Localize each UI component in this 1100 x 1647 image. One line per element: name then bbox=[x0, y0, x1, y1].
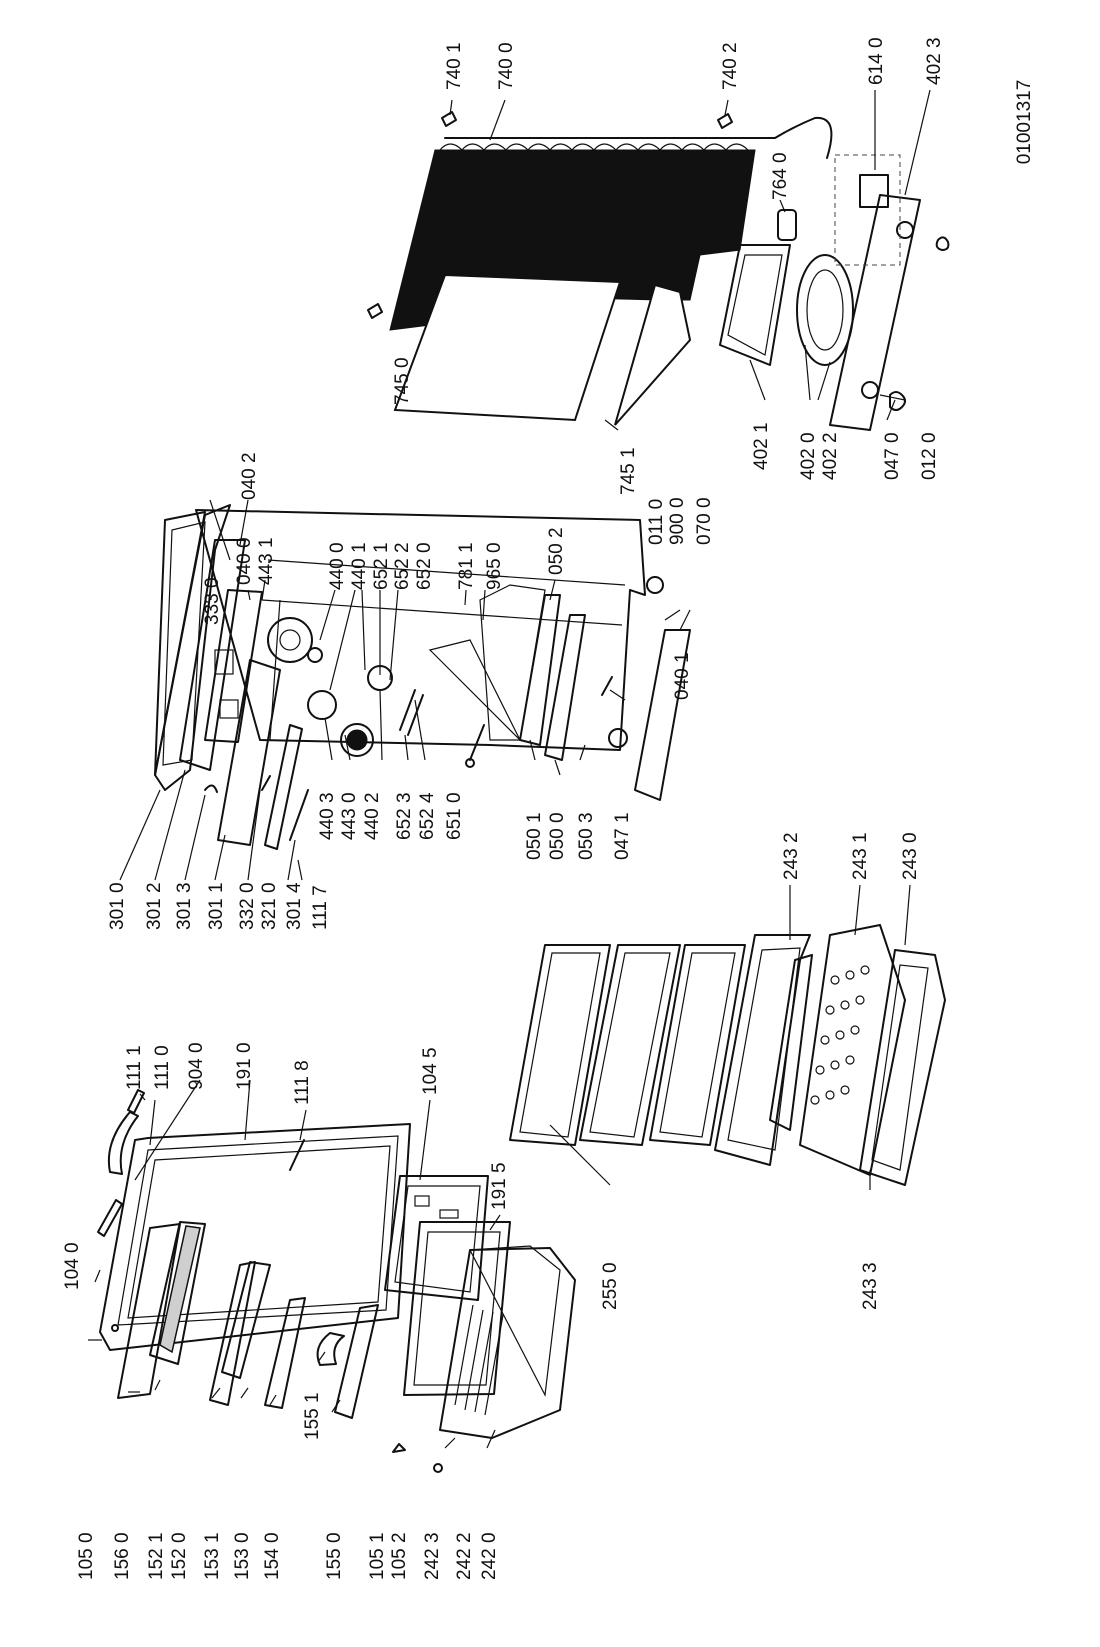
door-assembly bbox=[97, 1089, 576, 1473]
part-label-cond-402-3: 402 3 bbox=[924, 37, 945, 85]
part-label-cab-651-0: 651 0 bbox=[444, 792, 465, 840]
part-label-cab-301-1: 301 1 bbox=[206, 882, 227, 930]
part-label-door-191-0: 191 0 bbox=[234, 1042, 255, 1090]
part-label-cab-321-0: 321 0 bbox=[259, 882, 280, 930]
part-label-cond-047-0: 047 0 bbox=[882, 432, 903, 480]
condenser-compressor bbox=[367, 111, 950, 431]
shelves bbox=[509, 924, 946, 1186]
part-label-cab-652-2: 652 2 bbox=[392, 542, 413, 590]
part-label-cab-040-1: 040 1 bbox=[672, 652, 693, 700]
part-label-door-153-0: 153 0 bbox=[232, 1532, 253, 1580]
part-label-shelf-243-2: 243 2 bbox=[781, 832, 802, 880]
part-label-cab-443-0: 443 0 bbox=[339, 792, 360, 840]
part-label-cond-764-0: 764 0 bbox=[770, 152, 791, 200]
part-label-cond-614-0: 614 0 bbox=[866, 37, 887, 85]
part-label-door-242-0: 242 0 bbox=[479, 1532, 500, 1580]
part-label-cab-301-2: 301 2 bbox=[144, 882, 165, 930]
part-label-cab-332-0: 332 0 bbox=[237, 882, 258, 930]
part-label-shelf-255-0: 255 0 bbox=[600, 1262, 621, 1310]
part-label-door-242-2: 242 2 bbox=[454, 1532, 475, 1580]
part-label-cab-652-0: 652 0 bbox=[414, 542, 435, 590]
part-label-door-111-1: 111 1 bbox=[124, 1045, 145, 1090]
part-label-cab-440-3: 440 3 bbox=[317, 792, 338, 840]
part-label-door-152-1: 152 1 bbox=[146, 1532, 167, 1580]
part-label-door-105-2: 105 2 bbox=[389, 1532, 410, 1580]
part-label-cab-040-2: 040 2 bbox=[239, 452, 260, 500]
part-label-cab-301-4: 301 4 bbox=[284, 882, 305, 930]
part-label-cab-050-1: 050 1 bbox=[524, 812, 545, 860]
part-label-door-242-3: 242 3 bbox=[422, 1532, 443, 1580]
part-label-cab-652-4: 652 4 bbox=[417, 792, 438, 840]
part-label-door-904-0: 904 0 bbox=[186, 1042, 207, 1090]
part-label-cab-301-0: 301 0 bbox=[107, 882, 128, 930]
part-label-cond-740-2: 740 2 bbox=[720, 42, 741, 90]
part-label-cab-652-3: 652 3 bbox=[394, 792, 415, 840]
part-label-cab-050-3: 050 3 bbox=[576, 812, 597, 860]
drawing-number: 01001317 bbox=[1014, 80, 1035, 165]
part-label-cab-440-0: 440 0 bbox=[327, 542, 348, 590]
part-label-cab-652-1: 652 1 bbox=[371, 542, 392, 590]
part-label-cab-900-0: 900 0 bbox=[667, 497, 688, 545]
part-label-door-191-5: 191 5 bbox=[489, 1162, 510, 1210]
part-label-door-105-0: 105 0 bbox=[76, 1532, 97, 1580]
part-label-cond-012-0: 012 0 bbox=[919, 432, 940, 480]
part-label-cab-965-0: 965 0 bbox=[484, 542, 505, 590]
part-label-cab-040-0: 040 0 bbox=[234, 537, 255, 585]
part-label-cab-333-0: 333 0 bbox=[202, 577, 223, 625]
part-label-door-104-0: 104 0 bbox=[62, 1242, 83, 1290]
part-label-cond-745-1: 745 1 bbox=[618, 447, 639, 495]
part-label-cab-011-0: 011 0 bbox=[646, 499, 667, 545]
part-label-door-104-5: 104 5 bbox=[420, 1047, 441, 1095]
part-label-door-111-8: 111 8 bbox=[292, 1060, 313, 1105]
part-label-cond-740-1: 740 1 bbox=[444, 42, 465, 90]
part-label-door-156-0: 156 0 bbox=[112, 1532, 133, 1580]
part-label-cond-745-0: 745 0 bbox=[392, 357, 413, 405]
part-label-shelf-243-0: 243 0 bbox=[900, 832, 921, 880]
part-label-cab-440-1: 440 1 bbox=[349, 542, 370, 590]
part-label-door-155-0: 155 0 bbox=[324, 1532, 345, 1580]
part-label-cab-443-1: 443 1 bbox=[256, 537, 277, 585]
cabinet bbox=[154, 504, 691, 850]
part-label-door-152-0: 152 0 bbox=[169, 1532, 190, 1580]
part-label-cab-070-0: 070 0 bbox=[694, 497, 715, 545]
part-label-cab-111-7: 111 7 bbox=[310, 885, 331, 930]
part-label-cab-781-1: 781 1 bbox=[456, 542, 477, 590]
part-label-door-153-1: 153 1 bbox=[202, 1532, 223, 1580]
part-label-door-105-1: 105 1 bbox=[367, 1532, 388, 1580]
part-label-cab-050-2: 050 2 bbox=[546, 527, 567, 575]
part-label-cab-047-1: 047 1 bbox=[612, 812, 633, 860]
part-label-shelf-243-3: 243 3 bbox=[860, 1262, 881, 1310]
part-label-cond-402-1: 402 1 bbox=[751, 422, 772, 470]
part-label-door-155-1: 155 1 bbox=[302, 1392, 323, 1440]
part-label-door-111-0: 111 0 bbox=[152, 1045, 173, 1090]
part-label-cab-440-2: 440 2 bbox=[362, 792, 383, 840]
part-label-cab-301-3: 301 3 bbox=[174, 882, 195, 930]
part-label-cab-050-0: 050 0 bbox=[547, 812, 568, 860]
part-label-cond-740-0: 740 0 bbox=[496, 42, 517, 90]
part-label-cond-402-2: 402 2 bbox=[820, 432, 841, 480]
drawing-artwork bbox=[97, 111, 950, 1473]
part-label-cond-402-0: 402 0 bbox=[798, 432, 819, 480]
part-label-shelf-243-1: 243 1 bbox=[850, 832, 871, 880]
leader-lines bbox=[88, 89, 931, 1449]
part-label-door-154-0: 154 0 bbox=[262, 1532, 283, 1580]
